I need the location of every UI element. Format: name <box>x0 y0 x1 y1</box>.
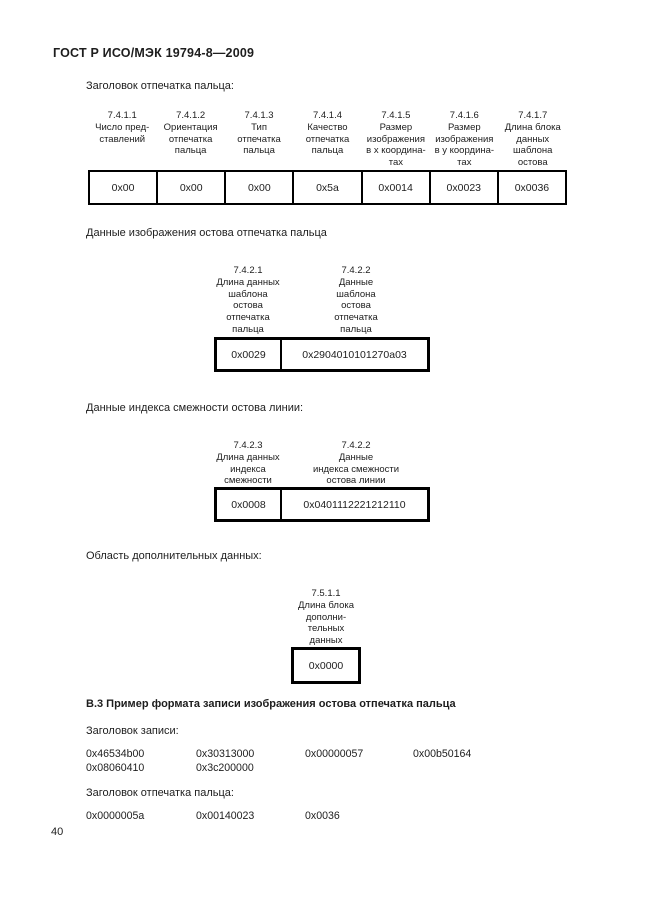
hex-value: 0x46534b00 <box>86 748 145 760</box>
document-title: ГОСТ Р ИСО/МЭК 19794-8—2009 <box>53 46 255 60</box>
record-header-label: Заголовок записи: <box>86 725 179 737</box>
column-header: 7.4.2.1 Длина данных шаблона остова отпе… <box>216 265 280 335</box>
table-header-row: 7.4.2.1 Длина данных шаблона остова отпе… <box>214 265 430 337</box>
table-cell: 0x00 <box>156 170 227 205</box>
record-header-hex-values: 0x46534b00 0x30313000 0x00000057 0x00b50… <box>86 748 523 776</box>
table-cell: 0x0014 <box>360 170 431 205</box>
hex-value: 0x30313000 <box>196 748 255 760</box>
fingerprint-header-label: Заголовок отпечатка пальца: <box>86 787 234 799</box>
table-value-row: 0x0029 0x2904010101270a03 <box>214 337 430 372</box>
table-cell: 0x00 <box>88 170 159 205</box>
section-label-extended-data: Область дополнительных данных: <box>86 550 262 562</box>
table-value-row: 0x00 0x00 0x00 0x5a 0x0014 0x0023 0x0036 <box>88 170 567 205</box>
section-label-skeleton-data: Данные изображения остова отпечатка паль… <box>86 227 327 239</box>
adjacency-table: 7.4.2.3 Длина данных индекса смежности 7… <box>214 440 430 522</box>
hex-value: 0x00b50164 <box>413 748 472 760</box>
extended-data-table: 7.5.1.1 Длина блока дополни- тельных дан… <box>291 588 361 684</box>
table-header-row: 7.4.1.1 Число пред- ставлений 7.4.1.2 Ор… <box>88 110 567 170</box>
heading-b3: В.3 Пример формата записи изображения ос… <box>86 698 456 710</box>
table-cell: 0x0023 <box>428 170 499 205</box>
fingerprint-header-table: 7.4.1.1 Число пред- ставлений 7.4.1.2 Ор… <box>88 110 567 205</box>
column-header: 7.4.1.1 Число пред- ставлений <box>95 110 150 145</box>
table-cell: 0x0000 <box>291 647 361 684</box>
section-label-fingerprint-header: Заголовок отпечатка пальца: <box>86 80 234 92</box>
hex-value: 0x00140023 <box>196 810 255 822</box>
table-cell: 0x0029 <box>214 337 282 372</box>
hex-value: 0x00000057 <box>305 748 364 760</box>
section-label-adjacency: Данные индекса смежности остова линии: <box>86 402 304 414</box>
table-cell: 0x5a <box>292 170 363 205</box>
column-header: 7.4.1.4 Качество отпечатка пальца <box>305 110 350 157</box>
skeleton-data-table: 7.4.2.1 Длина данных шаблона остова отпе… <box>214 265 430 372</box>
column-header: 7.4.1.2 Ориентация отпечатка пальца <box>163 110 218 157</box>
hex-value: 0x08060410 <box>86 761 145 774</box>
column-header: 7.4.1.7 Длина блока данных шаблона остов… <box>504 110 561 169</box>
table-cell: 0x00 <box>224 170 295 205</box>
column-header: 7.4.1.5 Размер изображения в x координа-… <box>366 110 426 169</box>
column-header: 7.4.2.3 Длина данных индекса смежности <box>216 440 280 487</box>
table-cell: 0x0401112221212110 <box>280 487 430 522</box>
hex-value: 0x3c200000 <box>196 761 254 774</box>
table-cell: 0x0036 <box>496 170 567 205</box>
table-header-row: 7.5.1.1 Длина блока дополни- тельных дан… <box>291 588 361 647</box>
table-cell: 0x2904010101270a03 <box>280 337 430 372</box>
table-header-row: 7.4.2.3 Длина данных индекса смежности 7… <box>214 440 430 487</box>
table-value-row: 0x0008 0x0401112221212110 <box>214 487 430 522</box>
column-header: 7.4.2.2 Данные индекса смежности остова … <box>312 440 400 487</box>
column-header: 7.4.1.3 Тип отпечатка пальца <box>237 110 281 157</box>
page-number: 40 <box>51 826 64 838</box>
column-header: 7.5.1.1 Длина блока дополни- тельных дан… <box>297 588 355 647</box>
fingerprint-header-hex-values: 0x0000005a 0x00140023 0x0036 <box>86 810 415 824</box>
column-header: 7.4.2.2 Данные шаблона остова отпечатка … <box>334 265 378 335</box>
hex-value: 0x0000005a <box>86 810 145 822</box>
table-value-row: 0x0000 <box>291 647 361 684</box>
table-cell: 0x0008 <box>214 487 282 522</box>
column-header: 7.4.1.6 Размер изображения в y координа-… <box>434 110 495 169</box>
hex-value: 0x0036 <box>305 810 340 822</box>
